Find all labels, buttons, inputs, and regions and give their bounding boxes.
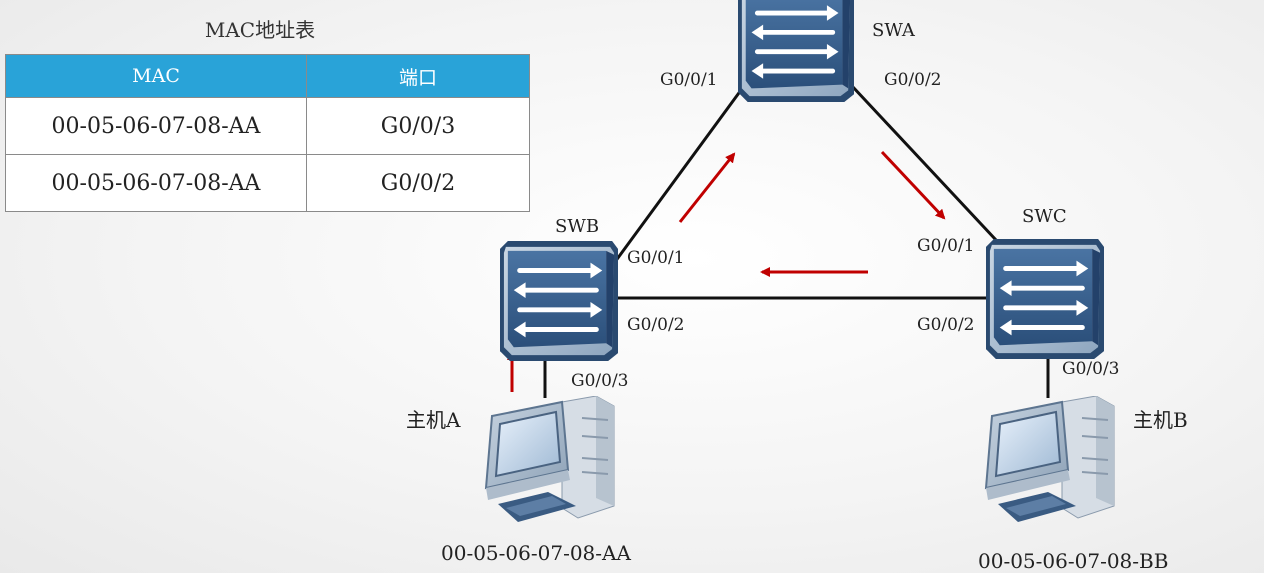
mac-cell: 00-05-06-07-08-AA (5, 97, 307, 155)
port-cell: G0/0/3 (306, 97, 530, 155)
host-a-name: 主机A (406, 408, 461, 432)
switch-swb-icon (500, 241, 618, 361)
host-a-mac: 00-05-06-07-08-AA (441, 541, 631, 565)
swa-port-g002: G0/0/2 (884, 70, 942, 90)
arrow-swb-to-swa (678, 152, 736, 223)
link-swa-swc (850, 84, 998, 242)
port-cell: G0/0/2 (306, 154, 530, 212)
swc-label: SWC (1022, 206, 1067, 227)
swb-label: SWB (555, 216, 600, 237)
swc-port-g002: G0/0/2 (917, 315, 975, 335)
switch-swa-icon (738, 0, 854, 102)
link-swa-swb (610, 85, 746, 267)
links (543, 84, 1050, 398)
swa-label: SWA (872, 20, 915, 41)
mac-address-table: MAC 端口 00-05-06-07-08-AA G0/0/3 00-05-06… (5, 54, 530, 212)
mac-cell: 00-05-06-07-08-AA (5, 154, 307, 212)
host-b-computer-icon (985, 396, 1115, 523)
swb-port-g002: G0/0/2 (627, 315, 685, 335)
swb-port-g003: G0/0/3 (571, 371, 629, 391)
column-header-port: 端口 (306, 54, 530, 98)
swc-port-g003: G0/0/3 (1062, 359, 1120, 379)
table-row: 00-05-06-07-08-AA G0/0/3 (5, 97, 530, 155)
host-a-computer-icon (485, 396, 615, 523)
switch-swc-icon (986, 239, 1104, 359)
host-b-name: 主机B (1133, 408, 1188, 432)
table-row: 00-05-06-07-08-AA G0/0/2 (5, 154, 530, 212)
arrow-swa-to-swc (880, 150, 946, 220)
swc-port-g001: G0/0/1 (917, 236, 975, 256)
column-header-mac: MAC (5, 54, 307, 98)
table-header-row: MAC 端口 (5, 54, 530, 98)
host-b-mac: 00-05-06-07-08-BB (978, 549, 1169, 573)
flow-arrows (507, 150, 946, 392)
swa-port-g001: G0/0/1 (660, 70, 718, 90)
mac-table-title: MAC地址表 (204, 18, 316, 42)
swb-port-g001: G0/0/1 (627, 248, 685, 268)
